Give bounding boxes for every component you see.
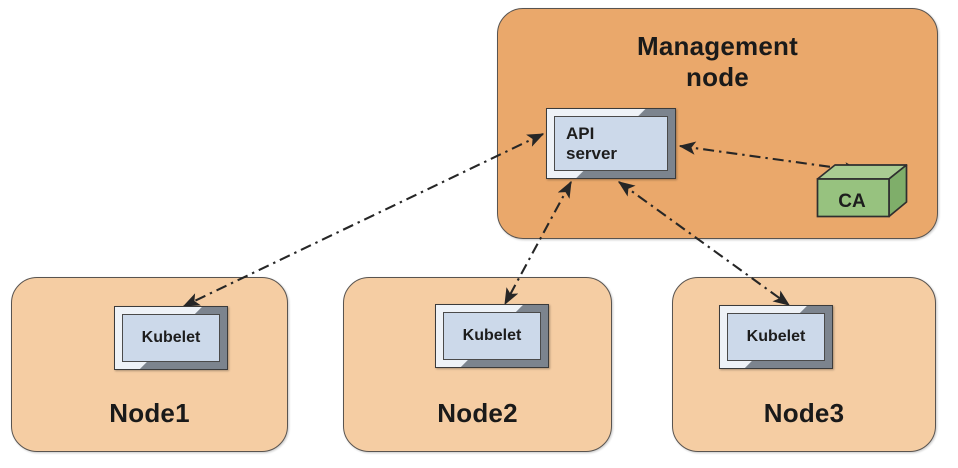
kubelet-box-node3[interactable]: Kubelet [719,305,833,369]
api-server-label: API server [566,124,618,163]
node-label-node1: Node1 [109,398,190,429]
ca-label: CA [838,191,866,212]
node-label-node3: Node3 [763,398,845,429]
kubelet-face-node1: Kubelet [122,314,220,362]
node-label-node2: Node2 [437,398,518,429]
kubelet-box-node2[interactable]: Kubelet [435,304,549,368]
management-node-label: Management node [637,31,798,92]
kubelet-box-node1[interactable]: Kubelet [114,306,228,370]
kubelet-face-node3: Kubelet [727,313,825,361]
kubelet-label-node3: Kubelet [746,328,806,346]
api-server-box[interactable]: API server [546,108,676,179]
kubelet-face-node2: Kubelet [443,312,541,360]
kubelet-label-node1: Kubelet [141,329,201,347]
kubelet-label-node2: Kubelet [462,327,522,345]
ca-cuboid-shape [816,164,908,218]
api-server-face: API server [554,116,668,171]
ca-box[interactable]: CA [816,163,908,218]
